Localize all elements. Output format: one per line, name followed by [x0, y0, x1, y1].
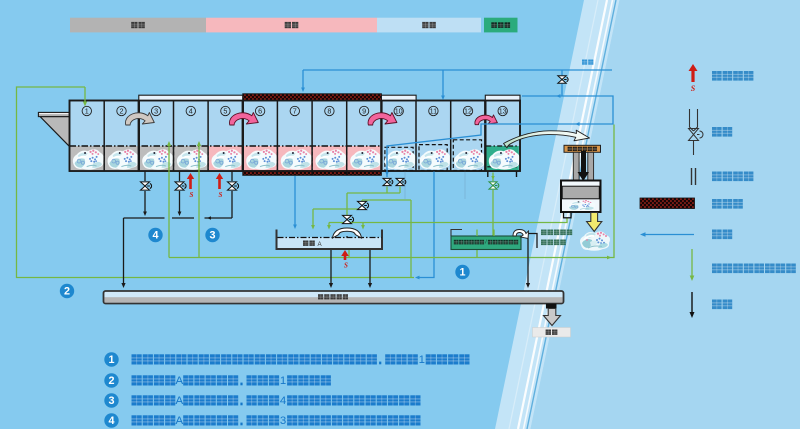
svg-text:A: A: [318, 241, 323, 248]
svg-text:A: A: [175, 415, 183, 427]
svg-text:13: 13: [499, 107, 507, 116]
svg-text:1: 1: [419, 354, 425, 366]
svg-text:3: 3: [108, 395, 114, 407]
svg-text:5: 5: [223, 107, 227, 116]
svg-text:1: 1: [280, 375, 286, 387]
svg-text:1: 1: [108, 354, 114, 366]
svg-text:12: 12: [464, 107, 472, 116]
svg-text:A: A: [175, 375, 183, 387]
svg-text:A: A: [175, 395, 183, 407]
svg-text:8: 8: [327, 107, 331, 116]
svg-text:11: 11: [430, 107, 437, 116]
svg-text:2: 2: [108, 375, 114, 387]
svg-text:2: 2: [120, 107, 124, 116]
svg-text:3: 3: [154, 107, 158, 116]
svg-text:4: 4: [189, 107, 193, 116]
svg-text:S: S: [344, 262, 348, 270]
svg-text:3: 3: [280, 415, 286, 427]
svg-text:6: 6: [258, 107, 262, 116]
svg-text:10: 10: [395, 107, 403, 116]
svg-text:7: 7: [293, 107, 297, 116]
svg-text:S: S: [190, 191, 194, 199]
svg-text:4: 4: [152, 230, 158, 242]
svg-text:S: S: [691, 84, 696, 93]
svg-text:9: 9: [362, 107, 366, 116]
svg-text:4: 4: [280, 395, 286, 407]
svg-text:1: 1: [85, 107, 89, 116]
svg-text:/: /: [485, 240, 487, 246]
svg-text:S: S: [219, 191, 223, 199]
svg-text:1: 1: [459, 267, 465, 279]
svg-text:3: 3: [209, 230, 215, 242]
svg-text:4: 4: [108, 415, 114, 427]
svg-text:2: 2: [64, 286, 70, 298]
